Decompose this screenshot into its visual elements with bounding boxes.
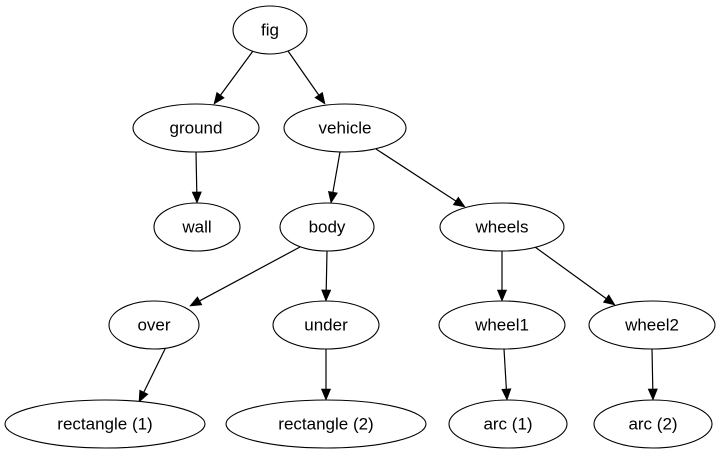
node-label-arc1: arc (1)	[483, 414, 532, 433]
node-under[interactable]: under	[272, 300, 380, 350]
edge-arrowhead-icon	[138, 389, 149, 403]
edge-line	[287, 50, 320, 96]
node-wheel1[interactable]: wheel1	[438, 300, 566, 350]
node-ellipse-rectangle2[interactable]	[225, 399, 427, 449]
edge-fig-to-ground	[213, 50, 254, 105]
node-wall[interactable]: wall	[153, 202, 241, 252]
edge-wheels-to-wheel2	[534, 246, 616, 306]
node-label-wheels: wheels	[475, 217, 529, 236]
node-body[interactable]: body	[279, 202, 375, 252]
node-ellipse-ground[interactable]	[132, 103, 260, 153]
node-ground[interactable]: ground	[132, 103, 260, 153]
node-label-fig: fig	[261, 20, 279, 39]
node-label-rectangle1: rectangle (1)	[57, 414, 152, 433]
node-ellipse-over[interactable]	[108, 300, 200, 350]
edge-ground-to-wall	[191, 151, 202, 204]
node-label-vehicle: vehicle	[319, 118, 372, 137]
node-rectangle2[interactable]: rectangle (2)	[225, 399, 427, 449]
node-label-over: over	[137, 315, 170, 334]
edge-line	[375, 148, 457, 202]
node-ellipse-vehicle[interactable]	[283, 103, 407, 153]
edge-fig-to-vehicle	[287, 50, 326, 105]
edge-arrowhead-icon	[320, 388, 332, 401]
edge-arrowhead-icon	[213, 91, 225, 105]
edge-arrowhead-icon	[314, 91, 326, 105]
node-label-wheel1: wheel1	[474, 315, 529, 334]
edge-vehicle-to-wheels	[375, 148, 466, 208]
edge-arrowhead-icon	[191, 191, 202, 204]
node-label-wheel2: wheel2	[624, 315, 679, 334]
node-ellipse-wheels[interactable]	[439, 202, 565, 252]
edge-line	[195, 151, 198, 193]
edge-arrowhead-icon	[327, 190, 338, 204]
edge-line	[143, 346, 167, 393]
edges-layer	[138, 50, 658, 403]
node-ellipse-fig[interactable]	[232, 5, 308, 55]
node-vehicle[interactable]: vehicle	[283, 103, 407, 153]
node-wheels[interactable]: wheels	[439, 202, 565, 252]
edge-arrowhead-icon	[452, 196, 466, 208]
node-arc2[interactable]: arc (2)	[593, 399, 713, 449]
edge-body-to-under	[321, 250, 332, 302]
edge-body-to-over	[189, 246, 301, 307]
node-label-rectangle2: rectangle (2)	[278, 414, 373, 433]
node-arc1[interactable]: arc (1)	[448, 399, 568, 449]
edge-arrowhead-icon	[321, 289, 332, 302]
edge-arrowhead-icon	[496, 289, 508, 302]
edge-line	[534, 246, 607, 300]
node-label-wall: wall	[181, 217, 211, 236]
edge-line	[325, 250, 328, 291]
edge-arrowhead-icon	[647, 388, 658, 401]
node-ellipse-arc1[interactable]	[448, 399, 568, 449]
edge-line	[199, 246, 301, 302]
node-label-under: under	[304, 315, 348, 334]
edge-line	[651, 348, 654, 390]
nodes-layer: fig ground vehicle wall body wheels over under w…	[4, 5, 716, 449]
edge-arrowhead-icon	[189, 296, 203, 307]
node-wheel2[interactable]: wheel2	[588, 300, 716, 350]
edge-over-to-rectangle1	[138, 346, 167, 403]
node-ellipse-arc2[interactable]	[593, 399, 713, 449]
edge-wheels-to-wheel1	[496, 251, 508, 302]
node-ellipse-wall[interactable]	[153, 202, 241, 252]
node-label-arc2: arc (2)	[628, 414, 677, 433]
edge-wheel2-to-arc2	[647, 348, 658, 401]
edge-line	[220, 50, 254, 96]
node-ellipse-wheel1[interactable]	[438, 300, 566, 350]
edge-wheel1-to-arc1	[501, 348, 512, 401]
node-rectangle1[interactable]: rectangle (1)	[4, 399, 206, 449]
edge-line	[503, 348, 507, 390]
edge-under-to-rectangle2	[320, 349, 332, 401]
node-ellipse-body[interactable]	[279, 202, 375, 252]
node-label-body: body	[309, 217, 346, 236]
edge-line	[332, 151, 341, 193]
node-ellipse-wheel2[interactable]	[588, 300, 716, 350]
edge-vehicle-to-body	[327, 151, 341, 204]
node-label-ground: ground	[170, 118, 223, 137]
node-over[interactable]: over	[108, 300, 200, 350]
edge-arrowhead-icon	[602, 294, 616, 306]
node-fig[interactable]: fig	[232, 5, 308, 55]
edge-arrowhead-icon	[501, 388, 512, 401]
node-ellipse-under[interactable]	[272, 300, 380, 350]
node-ellipse-rectangle1[interactable]	[4, 399, 206, 449]
